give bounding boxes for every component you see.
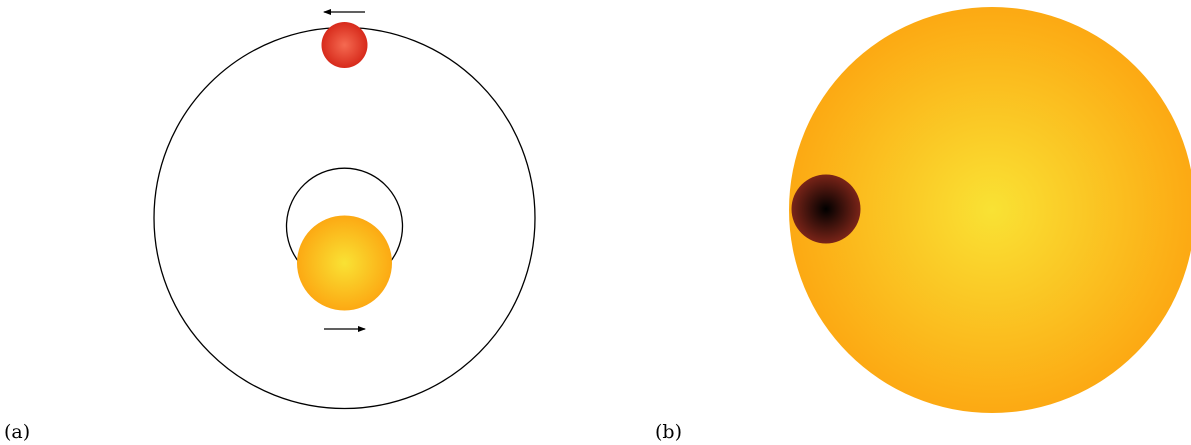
orbiting-planet	[321, 22, 368, 68]
panel-label-a: (a)	[4, 421, 31, 443]
star-orbit	[285, 167, 404, 265]
transiting-planet-shadow	[791, 174, 861, 244]
panel-a-orbit-diagram	[153, 9, 536, 410]
host-star	[297, 215, 392, 311]
panel-label-b: (b)	[655, 421, 682, 443]
transit-star-disk	[789, 7, 1191, 413]
panel-b-transit-view	[789, 7, 1191, 413]
